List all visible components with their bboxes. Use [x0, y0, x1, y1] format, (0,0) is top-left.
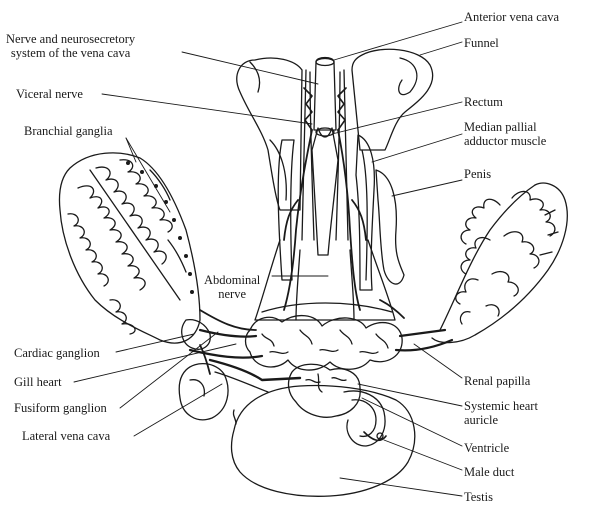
gill-heart	[178, 363, 229, 421]
left-gill	[58, 152, 201, 344]
label-rectum: Rectum	[464, 95, 503, 109]
lateral-vena-cava	[208, 358, 302, 393]
label-median-pallial-adductor: Median pallial adductor muscle	[464, 120, 547, 148]
label-branchial-ganglia: Branchial ganglia	[24, 124, 113, 138]
label-cardiac-ganglion: Cardiac ganglion	[14, 346, 100, 360]
renal-sacs	[244, 315, 403, 371]
label-funnel: Funnel	[464, 36, 499, 50]
label-renal-papilla: Renal papilla	[464, 374, 531, 388]
label-anterior-vena-cava: Anterior vena cava	[464, 10, 560, 24]
funnel	[351, 48, 434, 151]
anterior-vena-cava	[301, 56, 349, 241]
label-visceral-nerve: Viceral nerve	[16, 87, 83, 101]
male-duct	[363, 431, 387, 442]
median-pallial-adductor-muscle	[355, 134, 376, 291]
label-systemic-heart-auricle: Systemic heart auricle	[464, 399, 538, 427]
left-funnel-lobe	[236, 57, 303, 211]
label-male-duct: Male duct	[464, 465, 515, 479]
right-gill	[431, 182, 568, 344]
leader-lines	[73, 21, 463, 497]
abdominal-region	[254, 239, 396, 321]
penis	[375, 169, 405, 285]
label-nerve-neurosecretory: Nerve and neurosecretory system of the v…	[6, 32, 136, 60]
label-penis: Penis	[464, 167, 492, 181]
systemic-heart	[287, 363, 361, 418]
label-lateral-vena-cava: Lateral vena cava	[22, 429, 111, 443]
branchial-vessels	[188, 328, 454, 359]
cardiac-ganglion	[181, 318, 211, 350]
label-ventricle: Ventricle	[464, 441, 510, 455]
label-fusiform-ganglion: Fusiform ganglion	[14, 401, 107, 415]
label-gill-heart: Gill heart	[14, 375, 62, 389]
ventricle	[343, 390, 386, 447]
left-pallial-strip	[277, 139, 295, 281]
nerves	[199, 129, 405, 375]
branchial-ganglia	[126, 161, 194, 294]
label-abdominal-nerve: Abdominal nerve	[204, 273, 261, 301]
rectum	[311, 127, 339, 256]
label-testis: Testis	[464, 490, 493, 504]
testis	[230, 384, 416, 497]
